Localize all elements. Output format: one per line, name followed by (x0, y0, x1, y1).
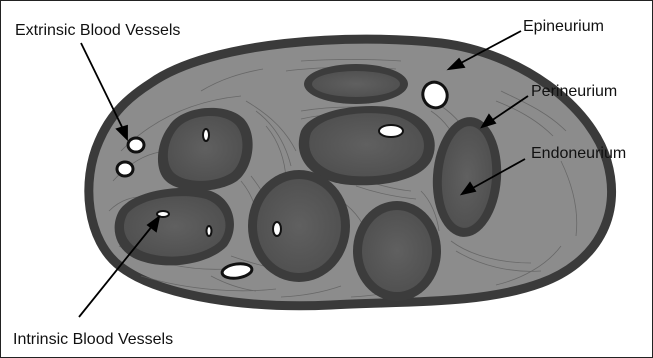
extrinsic-vessel (117, 162, 133, 176)
fascicle-center-lower (248, 170, 350, 282)
fascicle-top (304, 64, 408, 104)
label-endoneurium: Endoneurium (531, 146, 626, 162)
fascicle-bottom-right (353, 201, 441, 301)
fascicle-lower-left (115, 188, 234, 265)
intrinsic-vessel (203, 129, 209, 141)
label-intrinsic-blood-vessels: Intrinsic Blood Vessels (13, 332, 173, 348)
extrinsic-vessel (128, 138, 144, 152)
intrinsic-vessel (207, 226, 212, 236)
fascicle-center-upper (299, 106, 435, 185)
intrinsic-vessel (379, 125, 403, 137)
label-perineurium: Perineurium (531, 84, 617, 100)
label-epineurium: Epineurium (523, 19, 604, 35)
intrinsic-vessel (273, 222, 281, 236)
label-extrinsic-blood-vessels: Extrinsic Blood Vessels (15, 23, 180, 39)
